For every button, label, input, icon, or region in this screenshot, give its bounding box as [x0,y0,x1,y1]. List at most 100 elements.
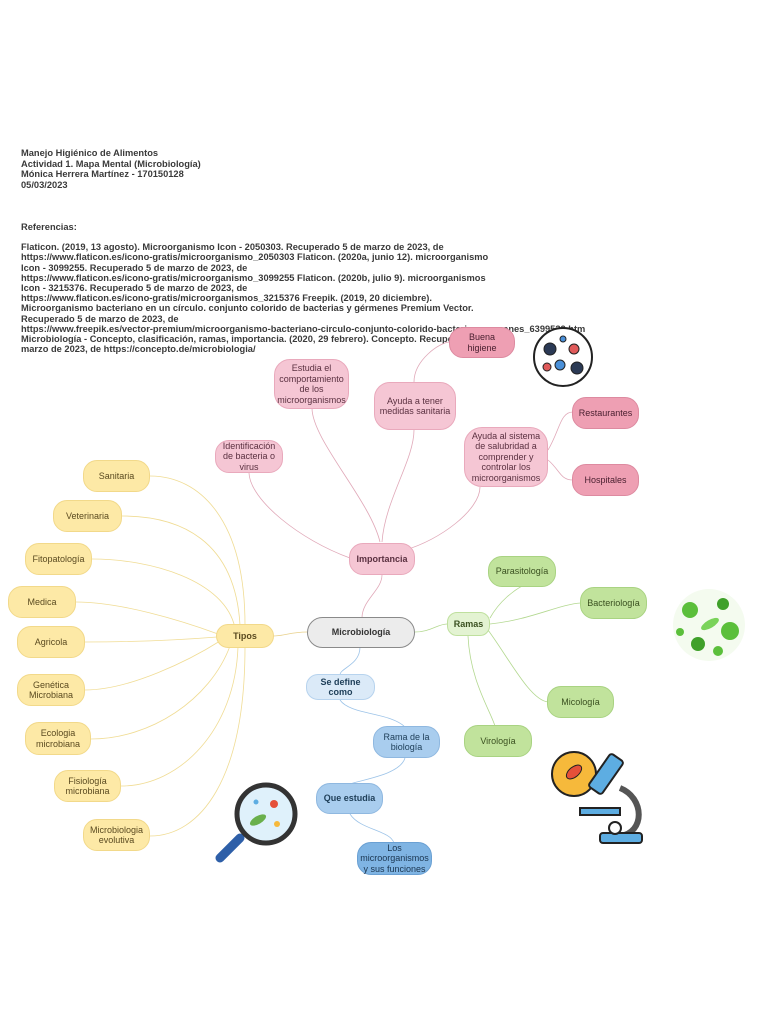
subtopic-label: Parasitología [495,566,549,577]
ref-line: Icon - 3215376. Recuperado 5 de marzo de… [21,283,248,294]
microscope-icon [551,751,643,844]
ref-line: https://www.flaticon.es/icono-gratis/mic… [21,252,489,263]
central-topic[interactable]: Microbiología [307,617,415,648]
subtopic-label: Fitopatología [32,553,85,564]
link-center-ramas [414,623,448,633]
link-ramas-virologia [467,635,496,727]
subtopic-ayuda-sistema[interactable]: Ayuda al sistema de salubridad a compren… [464,427,548,487]
link-center-importancia [361,574,383,619]
ref-line: https://www.freepik.es/vector-premium/mi… [21,323,586,334]
ref-line: Icon - 3099255. Recuperado 5 de marzo de… [21,262,248,273]
topic-ramas[interactable]: Ramas [447,612,490,636]
link-que-funciones [349,813,395,844]
references: Referencias: Flaticon. (2019, 13 agosto)… [21,222,611,354]
subtopic-label: Ecologia microbiana [35,728,81,749]
bacteria-circle-icon [533,327,593,387]
subtopic-restaurantes[interactable]: Restaurantes [572,397,639,429]
subtopic-label: Hospitales [584,474,627,485]
topic-label: Se define como [320,676,361,698]
ref-line: Microorganismo bacteriano en un círculo.… [21,303,474,314]
ref-line: https://www.flaticon.es/icono-gratis/mic… [21,272,486,283]
subtopic-estudia[interactable]: Estudia el comportamiento de los microor… [274,359,349,409]
subtopic-label: Microbiologia evolutiva [89,824,144,846]
ref-line: https://www.flaticon.es/icono-gratis/mic… [21,293,432,304]
header-line: Actividad 1. Mapa Mental (Microbiología) [21,158,201,169]
subtopic-bacteriologia[interactable]: Bacteriología [580,587,647,619]
link-tipos-evolutiva [149,646,246,837]
subtopic-evolutiva[interactable]: Microbiologia evolutiva [83,819,150,851]
subtopic-sanitaria[interactable]: Sanitaria [83,460,150,492]
link-tipos-genetica [84,640,221,691]
link-imp-estudia [311,407,381,543]
subtopic-label: Medica [27,596,57,607]
link-center-define [339,646,361,676]
subtopic-label: Agricola [34,636,68,647]
subtopic-label: Ayuda a tener medidas sanitaria [379,395,451,417]
subtopic-fitopatologia[interactable]: Fitopatología [25,543,92,575]
magnifier-icon [215,782,298,863]
subtopic-label: Restaurantes [578,407,633,418]
link-tipos-agricola [84,636,218,643]
link-sistema-restaurantes [547,411,574,451]
subtopic-label: Fisiología microbiana [65,775,110,797]
topic-se-define[interactable]: Se define como [306,674,375,700]
subtopic-genetica[interactable]: Genética Microbiana [17,674,85,706]
subtopic-identificacion[interactable]: Identificación de bacteria o virus [215,440,283,473]
ref-line: Flaticon. (2019, 13 agosto). Microorgani… [21,242,444,253]
subtopic-micologia[interactable]: Micología [547,686,614,718]
topic-label: Tipos [233,630,257,641]
header-line: 05/03/2023 [21,179,68,190]
topic-que-estudia[interactable]: Que estudia [316,783,383,814]
ref-line: Recuperado 5 de marzo de 2023, de [21,313,179,324]
link-tipos-medica [75,601,219,635]
green-microbes-icon [673,589,745,661]
subtopic-ecologia[interactable]: Ecologia microbiana [25,722,91,755]
subtopic-label: Veterinaria [65,510,110,521]
refs-title: Referencias: [21,222,77,232]
subtopic-label: Virología [480,735,516,746]
subtopic-hospitales[interactable]: Hospitales [572,464,639,496]
subtopic-medica[interactable]: Medica [8,586,76,618]
link-medidas-higiene [413,341,451,383]
link-imp-ayuda-medidas [381,429,415,543]
topic-tipos[interactable]: Tipos [216,624,274,648]
topic-label: Importancia [356,553,408,564]
subtopic-label: Rama de la biología [383,731,430,753]
subtopic-label: Identificación de bacteria o virus [222,440,276,472]
topic-label: Que estudia [323,793,376,804]
header-line: Manejo Higiénico de Alimentos [21,148,159,158]
link-tipos-fitopatologia [91,558,236,629]
subtopic-label: Genética Microbiana [28,679,74,701]
subtopic-buena-higiene[interactable]: Buena higiene [449,327,515,358]
subtopic-fisiologia[interactable]: Fisiología microbiana [54,770,121,802]
link-tipos-fisiologia [120,646,239,787]
subtopic-ayuda-medidas[interactable]: Ayuda a tener medidas sanitaria [374,382,456,430]
subtopic-label: Los microorganismos y sus funciones [360,842,429,874]
header-info: Manejo Higiénico de Alimentos Actividad … [21,148,611,190]
subtopic-label: Estudia el comportamiento de los microor… [277,363,346,405]
topic-label: Ramas [453,618,484,629]
subtopic-label: Bacteriología [587,597,640,608]
central-topic-label: Microbiología [331,627,391,638]
subtopic-agricola[interactable]: Agricola [17,626,85,658]
link-sistema-hospitales [547,459,574,481]
subtopic-label: Micología [561,696,600,707]
subtopic-virologia[interactable]: Virología [464,725,532,757]
subtopic-microorganismos-funciones[interactable]: Los microorganismos y sus funciones [357,842,432,875]
ref-line: Microbiología - Concepto, clasificación,… [21,334,495,345]
link-ramas-bacteriologia [489,602,582,625]
subtopic-label: Buena higiene [467,332,497,353]
header-line: Mónica Herrera Martínez - 170150128 [21,169,184,179]
link-tipos-sanitaria [149,475,246,626]
link-center-tipos [272,631,308,637]
link-imp-ayuda-sistema [404,486,481,551]
link-rama-que [349,757,406,785]
subtopic-parasitologia[interactable]: Parasitología [488,556,556,587]
link-tipos-ecologia [90,645,231,740]
ref-line: marzo de 2023, de https://concepto.de/mi… [21,344,256,355]
subtopic-label: Ayuda al sistema de salubridad a compren… [471,430,541,483]
subtopic-rama-biologia[interactable]: Rama de la biología [373,726,440,758]
link-imp-identificacion [248,472,351,559]
topic-importancia[interactable]: Importancia [349,543,415,575]
subtopic-veterinaria[interactable]: Veterinaria [53,500,122,532]
